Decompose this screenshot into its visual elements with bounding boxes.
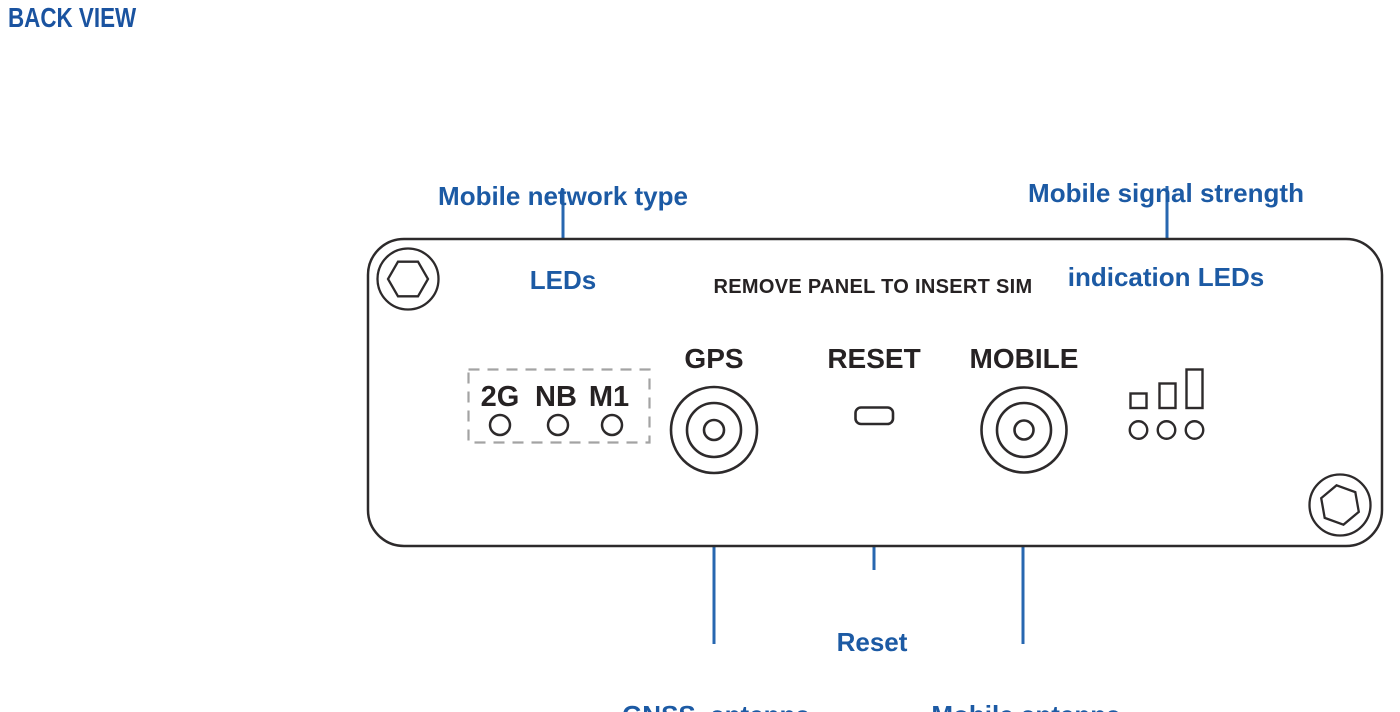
device-panel-outline — [366, 237, 1384, 548]
signal-bar-small — [1129, 392, 1148, 410]
callout-gnss-connector: GNSS antenna connector — [622, 645, 810, 712]
screw-ring — [376, 247, 440, 311]
connector-middle-ring — [995, 401, 1053, 459]
callout-line: LEDs — [529, 265, 597, 295]
screw-hex-socket — [386, 260, 430, 298]
connector-middle-ring — [685, 401, 743, 459]
callout-line: Mobile signal strength — [1028, 178, 1304, 208]
mobile-connector-icon — [980, 386, 1068, 474]
signal-led-3 — [1184, 420, 1205, 440]
callout-line: Mobile network type — [438, 181, 688, 211]
callout-line: indication LEDs — [1067, 262, 1265, 292]
hex-screw-bottom-right-icon — [1308, 473, 1372, 537]
connector-pin — [1013, 419, 1035, 441]
network-leds-dashed-box — [467, 368, 651, 444]
gps-connector-icon — [669, 385, 759, 475]
signal-bar-large — [1185, 368, 1204, 410]
signal-led-2 — [1156, 420, 1177, 440]
led-nb-icon — [546, 413, 570, 437]
callout-mobile-connector: Mobile antenna connector — [931, 645, 1120, 712]
signal-led-1 — [1128, 420, 1149, 440]
led-m1-icon — [600, 413, 624, 437]
hex-screw-top-left-icon — [376, 247, 440, 311]
signal-strength-leds-icon — [1128, 420, 1205, 440]
led-label-nb: NB — [535, 381, 577, 413]
reset-port-label: RESET — [827, 343, 921, 374]
callout-network-type-leds: Mobile network type LEDs — [438, 126, 688, 350]
panel-header-text: REMOVE PANEL TO INSERT SIM — [713, 276, 1033, 298]
screw-ring — [1308, 473, 1372, 537]
led-label-m1: M1 — [588, 381, 630, 413]
signal-bar-medium — [1158, 382, 1177, 410]
mobile-port-label: MOBILE — [969, 343, 1079, 374]
gps-port-label: GPS — [684, 343, 744, 374]
connector-outer-ring — [980, 386, 1068, 474]
callout-line: GNSS antenna — [622, 701, 810, 712]
screw-hex-socket — [1319, 484, 1361, 526]
connector-outer-ring — [669, 385, 759, 475]
reset-button-slot-icon — [854, 406, 895, 426]
led-2g-icon — [488, 413, 512, 437]
led-label-2g: 2G — [480, 381, 520, 413]
network-type-leds-icon — [488, 413, 624, 437]
signal-strength-bars-icon — [1129, 368, 1204, 410]
connector-pin — [702, 418, 726, 442]
page-title: BACK VIEW — [8, 2, 137, 33]
callout-signal-strength-leds: Mobile signal strength indication LEDs — [1028, 123, 1304, 347]
callout-reset-button: Reset button — [832, 572, 913, 712]
callout-line: Reset — [836, 627, 908, 657]
callout-line: Mobile antenna — [931, 701, 1120, 712]
